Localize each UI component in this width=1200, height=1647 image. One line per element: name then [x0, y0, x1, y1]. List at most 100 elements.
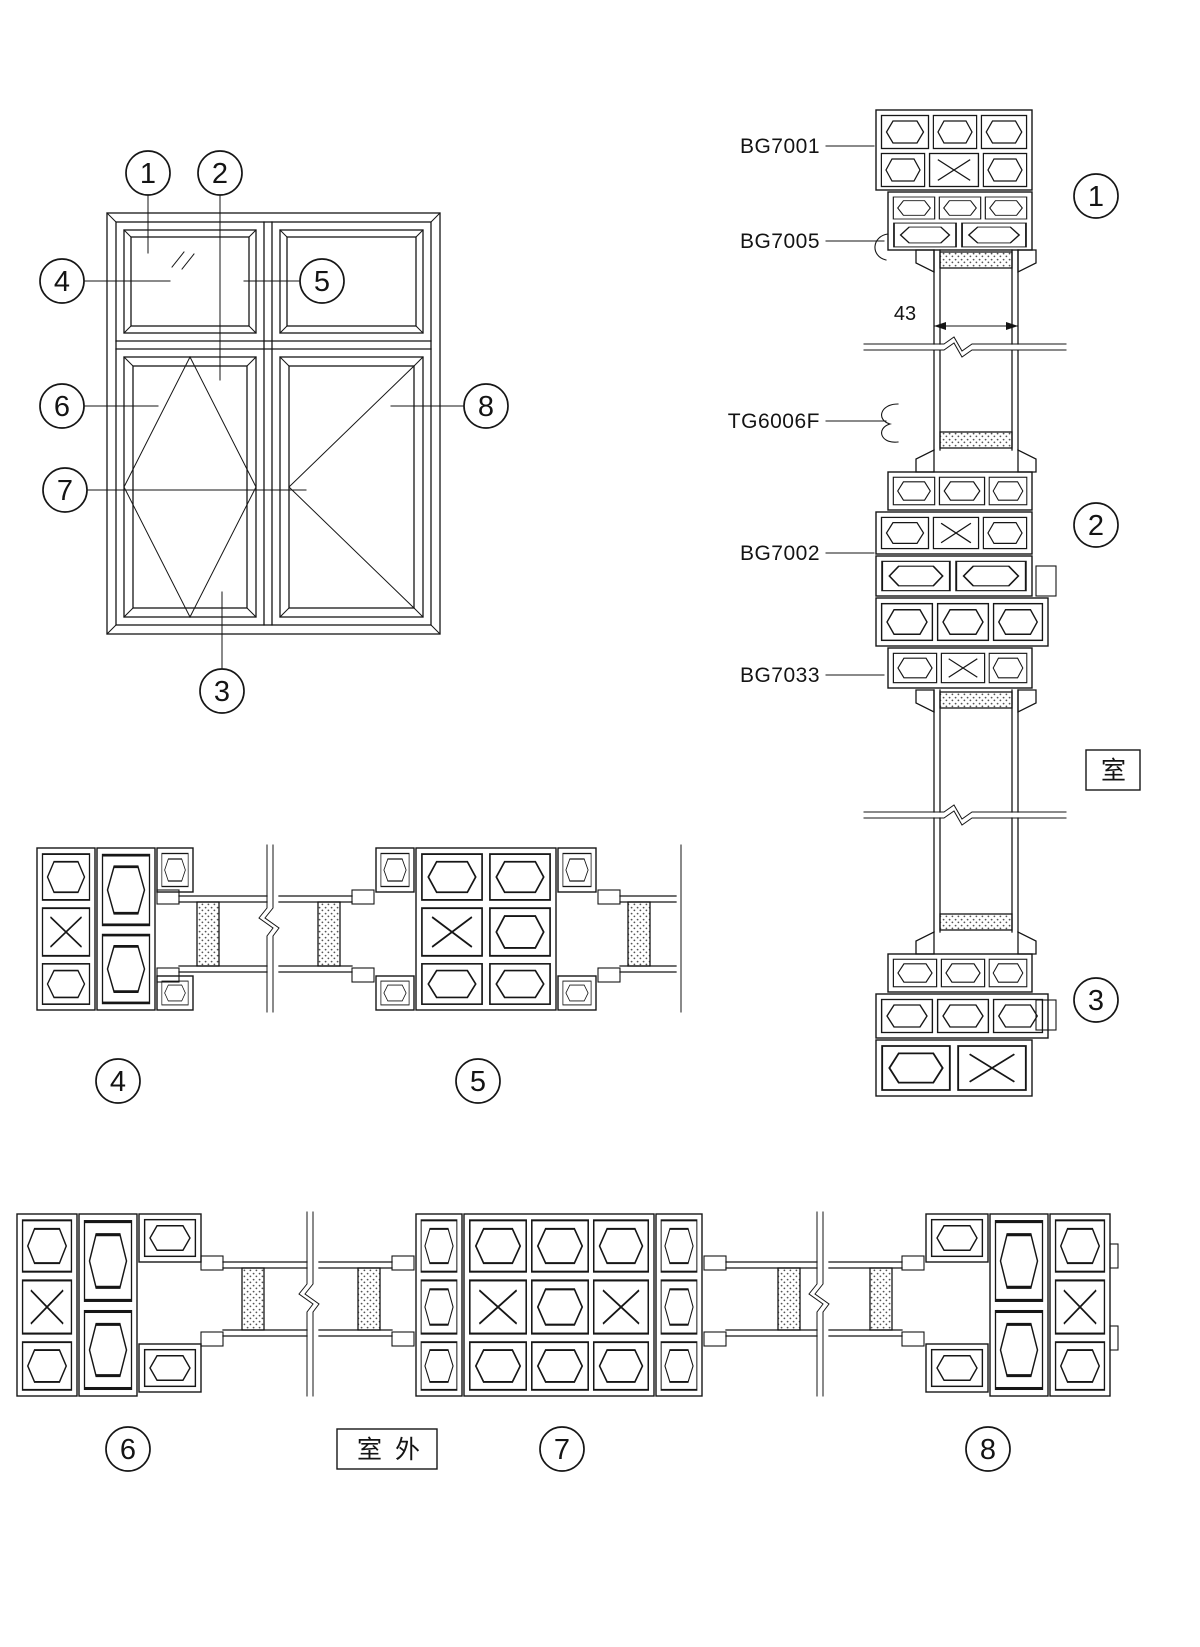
callout-circle: [299, 258, 345, 304]
callout-circle: [39, 258, 85, 304]
glazing-unit-bottom: [915, 817, 1037, 955]
callout-circle: [105, 1426, 151, 1472]
dimension-text: 43: [894, 303, 916, 325]
callout-circle: [39, 383, 85, 429]
window-frame-lines: [106, 212, 441, 635]
callout-number: 5: [314, 266, 330, 298]
dimension-43: 43: [894, 303, 1019, 337]
room-label-interior: 室: [1085, 749, 1141, 791]
callout-2: 2: [197, 150, 243, 381]
callout-circle: [965, 1426, 1011, 1472]
callout-5: 5: [243, 258, 345, 304]
break-line-lower: [863, 804, 1067, 826]
sash-right: [279, 356, 424, 618]
callout-number: 8: [478, 391, 494, 423]
callout-circle: [95, 1058, 141, 1104]
part-label-text: BG7033: [740, 664, 820, 687]
sash-left: [138, 1213, 224, 1393]
glazing-run-center: [278, 889, 375, 983]
room-label-outdoor: 室 外: [336, 1428, 438, 1470]
callout-number: 1: [140, 158, 156, 190]
callout-section-5: 5: [455, 1058, 501, 1104]
part-label-bg7005: BG7005: [740, 230, 885, 253]
part-label-text: BG7002: [740, 542, 820, 565]
callout-circle: [125, 150, 171, 196]
break-line-bottom-right: [808, 1211, 830, 1397]
callout-1: 1: [125, 150, 171, 254]
opening-indicator-casement: [288, 365, 415, 609]
transom-sash-top-profile: [874, 191, 1033, 261]
glazing-run-4: [828, 1255, 925, 1347]
part-label-bg7033: BG7033: [740, 664, 885, 687]
callout-number: 4: [110, 1066, 126, 1098]
part-label-bg7002: BG7002: [740, 542, 875, 565]
mid-horizontal-section-detail: 4 5: [36, 844, 682, 1104]
callout-circle: [199, 668, 245, 714]
sash-right: [925, 1213, 989, 1393]
callout-section-4: 4: [95, 1058, 141, 1104]
callout-number: 6: [120, 1434, 136, 1466]
part-label-bg7001: BG7001: [740, 135, 875, 158]
callout-number: 8: [980, 1434, 996, 1466]
part-label-text: BG7005: [740, 230, 820, 253]
opening-indicator-diamond: [123, 355, 257, 619]
callout-number: 3: [214, 676, 230, 708]
callout-number: 4: [54, 266, 70, 298]
sill-frame-profile: [875, 993, 1057, 1097]
glazing-run-right: [619, 844, 682, 1013]
callout-circle: [1073, 977, 1119, 1023]
break-line-upper: [863, 336, 1067, 358]
bottom-horizontal-section-detail: 6 室 外 7 8: [16, 1211, 1119, 1472]
callout-section-6: 6: [105, 1426, 151, 1472]
sash-left: [123, 356, 257, 618]
callout-number: 5: [470, 1066, 486, 1098]
callout-circle: [1073, 502, 1119, 548]
callout-3: 3: [199, 591, 245, 714]
glazing-run-2: [318, 1255, 415, 1347]
callout-circle: [42, 467, 88, 513]
glass-mark: [171, 251, 195, 270]
callout-number: 1: [1088, 181, 1104, 213]
callout-section-3: 3: [1073, 977, 1119, 1023]
sash-column-left: [156, 847, 194, 1011]
transom-sash-bottom-profile: [887, 471, 1033, 511]
callout-section-8: 8: [965, 1426, 1011, 1472]
callout-4: 4: [39, 258, 171, 304]
break-line-mid-section: [258, 844, 280, 1013]
callout-circle: [197, 150, 243, 196]
part-label-tg6006f: TG6006F: [728, 410, 887, 433]
callout-8: 8: [390, 383, 509, 429]
glazing-run-1: [222, 1261, 308, 1337]
room-label-text: 室: [1101, 757, 1129, 785]
jamb-frame-right: [989, 1213, 1119, 1397]
jamb-frame-left: [16, 1213, 138, 1397]
callout-circle: [539, 1426, 585, 1472]
sash-profile-bg7033-top: [875, 597, 1049, 689]
fixed-light-right: [279, 229, 424, 334]
transom-frame-profile: [875, 511, 1057, 597]
callout-number: 3: [1088, 985, 1104, 1017]
callout-section-2: 2: [1073, 502, 1119, 548]
sash-bottom-profile: [887, 953, 1033, 993]
glazing-unit-lower: [915, 689, 1037, 813]
callout-circle: [1073, 173, 1119, 219]
callout-number: 7: [57, 475, 73, 507]
callout-section-7: 7: [539, 1426, 585, 1472]
window-elevation: 1 2 4 5 6 8 7: [39, 150, 509, 714]
callout-number: 6: [54, 391, 70, 423]
callout-7: 7: [42, 467, 307, 513]
callout-circle: [463, 383, 509, 429]
glazing-unit-transom-bottom: [881, 350, 1037, 473]
part-label-text: BG7001: [740, 135, 820, 158]
glazing-run-left: [178, 895, 268, 973]
callout-number: 2: [1088, 510, 1104, 542]
callout-6: 6: [39, 383, 159, 429]
glazing-run-3: [725, 1261, 818, 1337]
callout-number: 2: [212, 158, 228, 190]
callout-number: 7: [554, 1434, 570, 1466]
center-mullion-assembly: [415, 1213, 727, 1397]
jamb-frame-left: [36, 847, 156, 1011]
vertical-section-detail: 43: [728, 109, 1141, 1097]
